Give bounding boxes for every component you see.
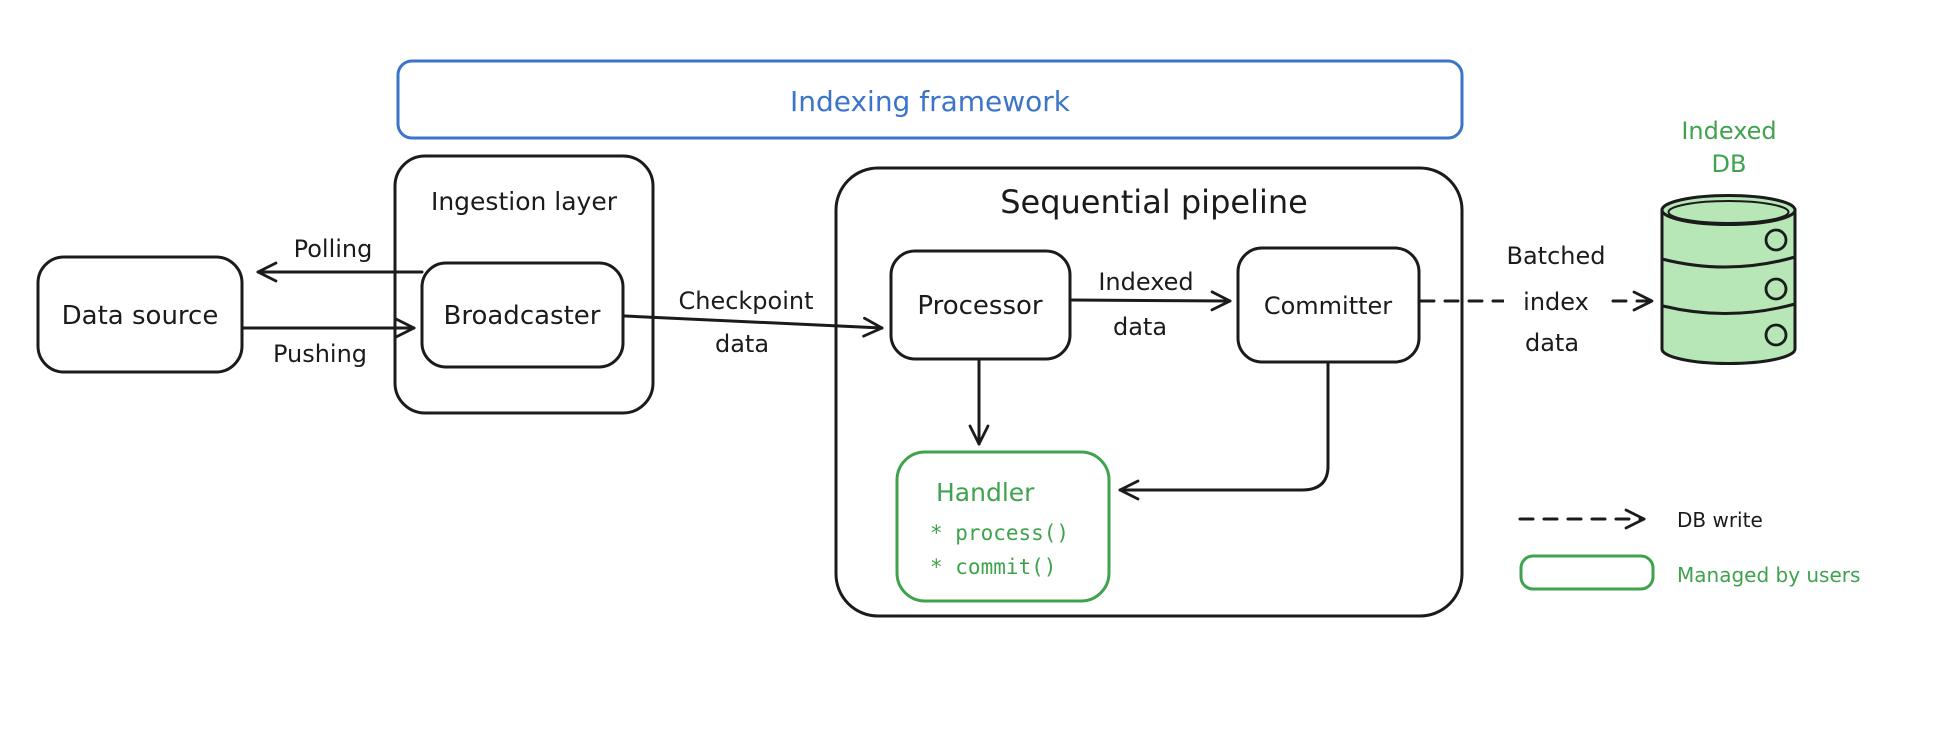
handler-method-commit: * commit() — [930, 555, 1056, 579]
polling-label: Polling — [294, 235, 373, 263]
handler-box — [895, 450, 1111, 603]
data-source-box — [36, 255, 244, 374]
data-source-label: Data source — [62, 301, 219, 331]
broadcaster-label: Broadcaster — [444, 301, 601, 331]
database-icon — [1660, 194, 1797, 365]
committer-to-handler-arrow — [1118, 360, 1330, 501]
handler-method-process: * process() — [930, 521, 1069, 545]
indexed-db-label-line2: DB — [1712, 150, 1747, 178]
batched-index-data-label-line3: data — [1525, 329, 1579, 357]
pushing-label: Pushing — [273, 340, 367, 368]
indexed-data-arrow — [1068, 290, 1232, 312]
indexed-db-label-line1: Indexed — [1681, 117, 1776, 145]
committer-label: Committer — [1264, 292, 1392, 320]
sequential-pipeline-label: Sequential pipeline — [1000, 183, 1308, 221]
sequential-pipeline-box — [834, 166, 1464, 618]
handler-title: Handler — [936, 478, 1035, 507]
indexing-framework-box — [396, 59, 1464, 140]
checkpoint-data-label-line1: Checkpoint — [678, 287, 813, 315]
checkpoint-data-label-line2: data — [715, 330, 769, 358]
ingestion-layer-label: Ingestion layer — [431, 187, 618, 216]
legend-db-write-label: DB write — [1677, 508, 1763, 532]
batched-index-data-label-line1: Batched — [1507, 242, 1606, 270]
indexing-framework-label: Indexing framework — [790, 85, 1071, 118]
indexed-data-label-line1: Indexed — [1098, 268, 1193, 296]
ingestion-layer-box — [393, 154, 655, 415]
legend-managed-by-users-label: Managed by users — [1677, 563, 1860, 587]
checkpoint-data-arrow — [623, 314, 884, 338]
legend: DB write Managed by users — [1518, 508, 1860, 591]
indexed-data-label-line2: data — [1113, 313, 1167, 341]
legend-green-box-icon — [1519, 554, 1655, 591]
processor-box — [889, 249, 1072, 361]
broadcaster-box — [420, 261, 625, 369]
batched-index-data-label-line2: index — [1523, 288, 1589, 316]
processor-label: Processor — [917, 291, 1043, 321]
batched-label-mask — [1504, 283, 1608, 319]
